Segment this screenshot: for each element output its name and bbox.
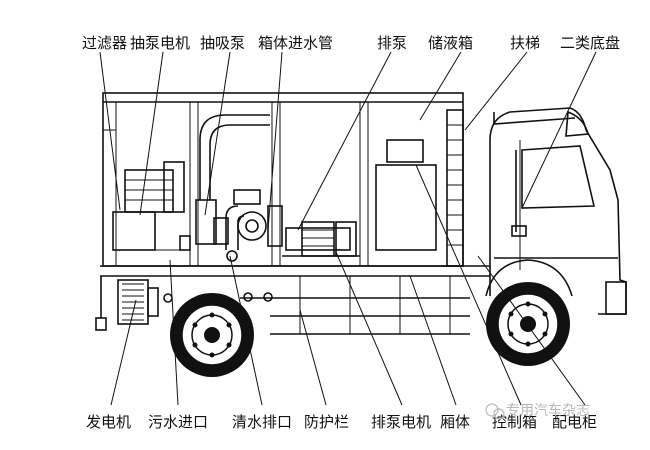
cab-drawing — [485, 107, 627, 315]
label-body: 厢体 — [440, 413, 470, 431]
wechat-icon — [485, 403, 499, 417]
bottom-labels: 发电机 污水进口 清水排口 防护栏 排泵电机 厢体 控制箱 配电柜 — [86, 413, 597, 431]
label-storage-tank: 储液箱 — [428, 34, 473, 52]
label-generator: 发电机 — [86, 413, 131, 431]
storage-tank-drawing — [375, 139, 437, 251]
label-clean-water-outlet: 清水排口 — [232, 413, 292, 431]
front-wheel-drawing — [486, 282, 570, 366]
label-discharge-pump-motor: 排泵电机 — [371, 413, 431, 431]
top-labels: 过滤器 抽泵电机 抽吸泵 箱体进水管 排泵 储液箱 扶梯 二类底盘 — [82, 34, 620, 52]
watermark: 专用汽车杂志 — [485, 402, 590, 420]
watermark-text: 专用汽车杂志 — [506, 402, 590, 419]
ladder-drawing — [446, 109, 464, 267]
label-suction-pump: 抽吸泵 — [200, 34, 245, 52]
label-pump-motor: 抽泵电机 — [130, 34, 190, 52]
label-tank-inlet-pipe: 箱体进水管 — [258, 34, 333, 52]
rear-wheel-drawing — [170, 293, 254, 377]
pump-motor-drawing — [112, 161, 191, 251]
top-leader-lines — [99, 51, 597, 231]
bottom-leader-lines — [110, 164, 586, 406]
chassis-frame — [95, 265, 490, 335]
generator-drawing — [117, 279, 173, 325]
label-discharge-pump: 排泵 — [377, 34, 407, 52]
label-ladder: 扶梯 — [510, 34, 540, 52]
discharge-pump-drawing — [282, 221, 360, 257]
label-sewage-inlet: 污水进口 — [148, 413, 208, 431]
label-chassis: 二类底盘 — [560, 34, 620, 52]
label-power-cabinet: 配电柜 — [552, 413, 597, 431]
label-guardrail: 防护栏 — [304, 413, 349, 431]
label-filter: 过滤器 — [82, 34, 127, 52]
